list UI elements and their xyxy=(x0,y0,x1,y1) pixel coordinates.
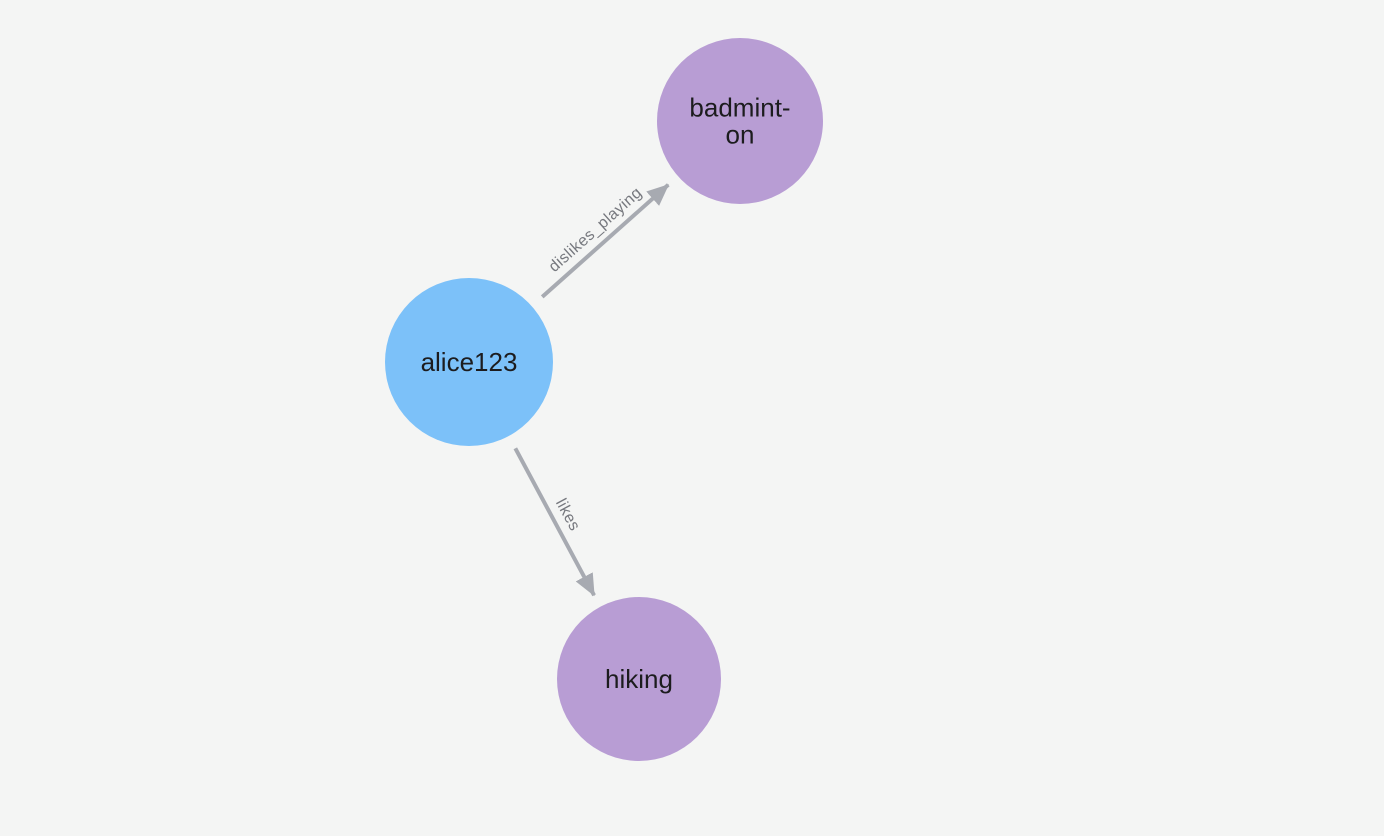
node-alice123[interactable] xyxy=(385,278,553,446)
edge-alice123-hiking[interactable] xyxy=(513,447,596,597)
edge-alice123-badminton[interactable] xyxy=(540,183,670,299)
node-badminton[interactable] xyxy=(657,38,823,204)
edge-label-dislikes_playing[interactable]: dislikes_playing xyxy=(546,184,646,275)
node-hiking[interactable] xyxy=(557,597,721,761)
